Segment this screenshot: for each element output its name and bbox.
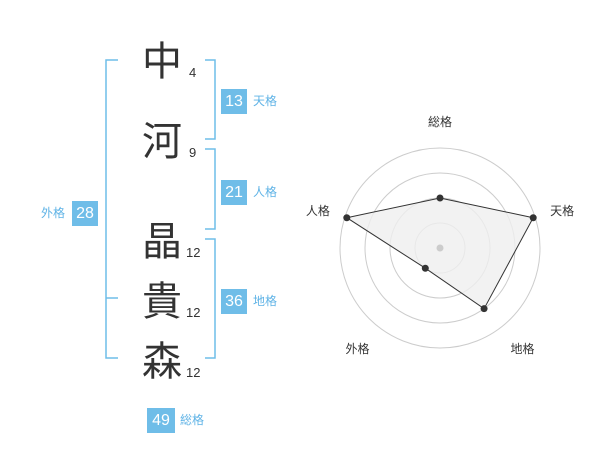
tenkaku-label: 天格: [253, 94, 278, 108]
radar-point-5: [343, 214, 351, 222]
radar-axis-label: 外格: [345, 341, 369, 356]
given-stroke-1: 12: [186, 245, 201, 260]
soukaku-label: 総格: [180, 413, 205, 427]
given-char-3: 森: [142, 339, 182, 385]
radar-point-2: [529, 214, 537, 222]
radar-data-polygon: [345, 197, 534, 310]
jinkaku-label: 人格: [253, 185, 278, 199]
surname-char-1: 中: [142, 39, 182, 85]
jinkaku-bracket: [205, 148, 216, 230]
given-char-1: 晶: [142, 219, 182, 265]
radar-axis-label: 総格: [428, 114, 452, 129]
radar-axis-label: 人格: [306, 203, 330, 218]
radar-point-1: [436, 194, 444, 202]
given-stroke-2: 12: [186, 305, 201, 320]
surname-char-2: 河: [142, 119, 182, 165]
radar-axis-label: 地格: [511, 341, 535, 356]
radar-center-point: [436, 244, 444, 252]
given-char-2: 貴: [142, 279, 182, 325]
gaikaku-score: 28: [72, 201, 98, 226]
given-stroke-3: 12: [186, 365, 201, 380]
chikaku-bracket: [205, 238, 216, 359]
radar-point-3: [480, 305, 488, 313]
chikaku-score: 36: [221, 289, 247, 314]
tenkaku-score: 13: [221, 89, 247, 114]
radar-grid-ring: [339, 147, 541, 349]
gaikaku-bracket: [105, 59, 118, 359]
radar-axis-label: 天格: [550, 203, 574, 218]
surname-stroke-1: 4: [189, 65, 197, 80]
gaikaku-label: 外格: [41, 206, 66, 220]
chikaku-label: 地格: [253, 294, 278, 308]
surname-stroke-2: 9: [189, 145, 197, 160]
tenkaku-bracket: [205, 59, 216, 140]
radar-point-4: [421, 264, 429, 272]
jinkaku-score: 21: [221, 180, 247, 205]
soukaku-score: 49: [147, 408, 175, 433]
